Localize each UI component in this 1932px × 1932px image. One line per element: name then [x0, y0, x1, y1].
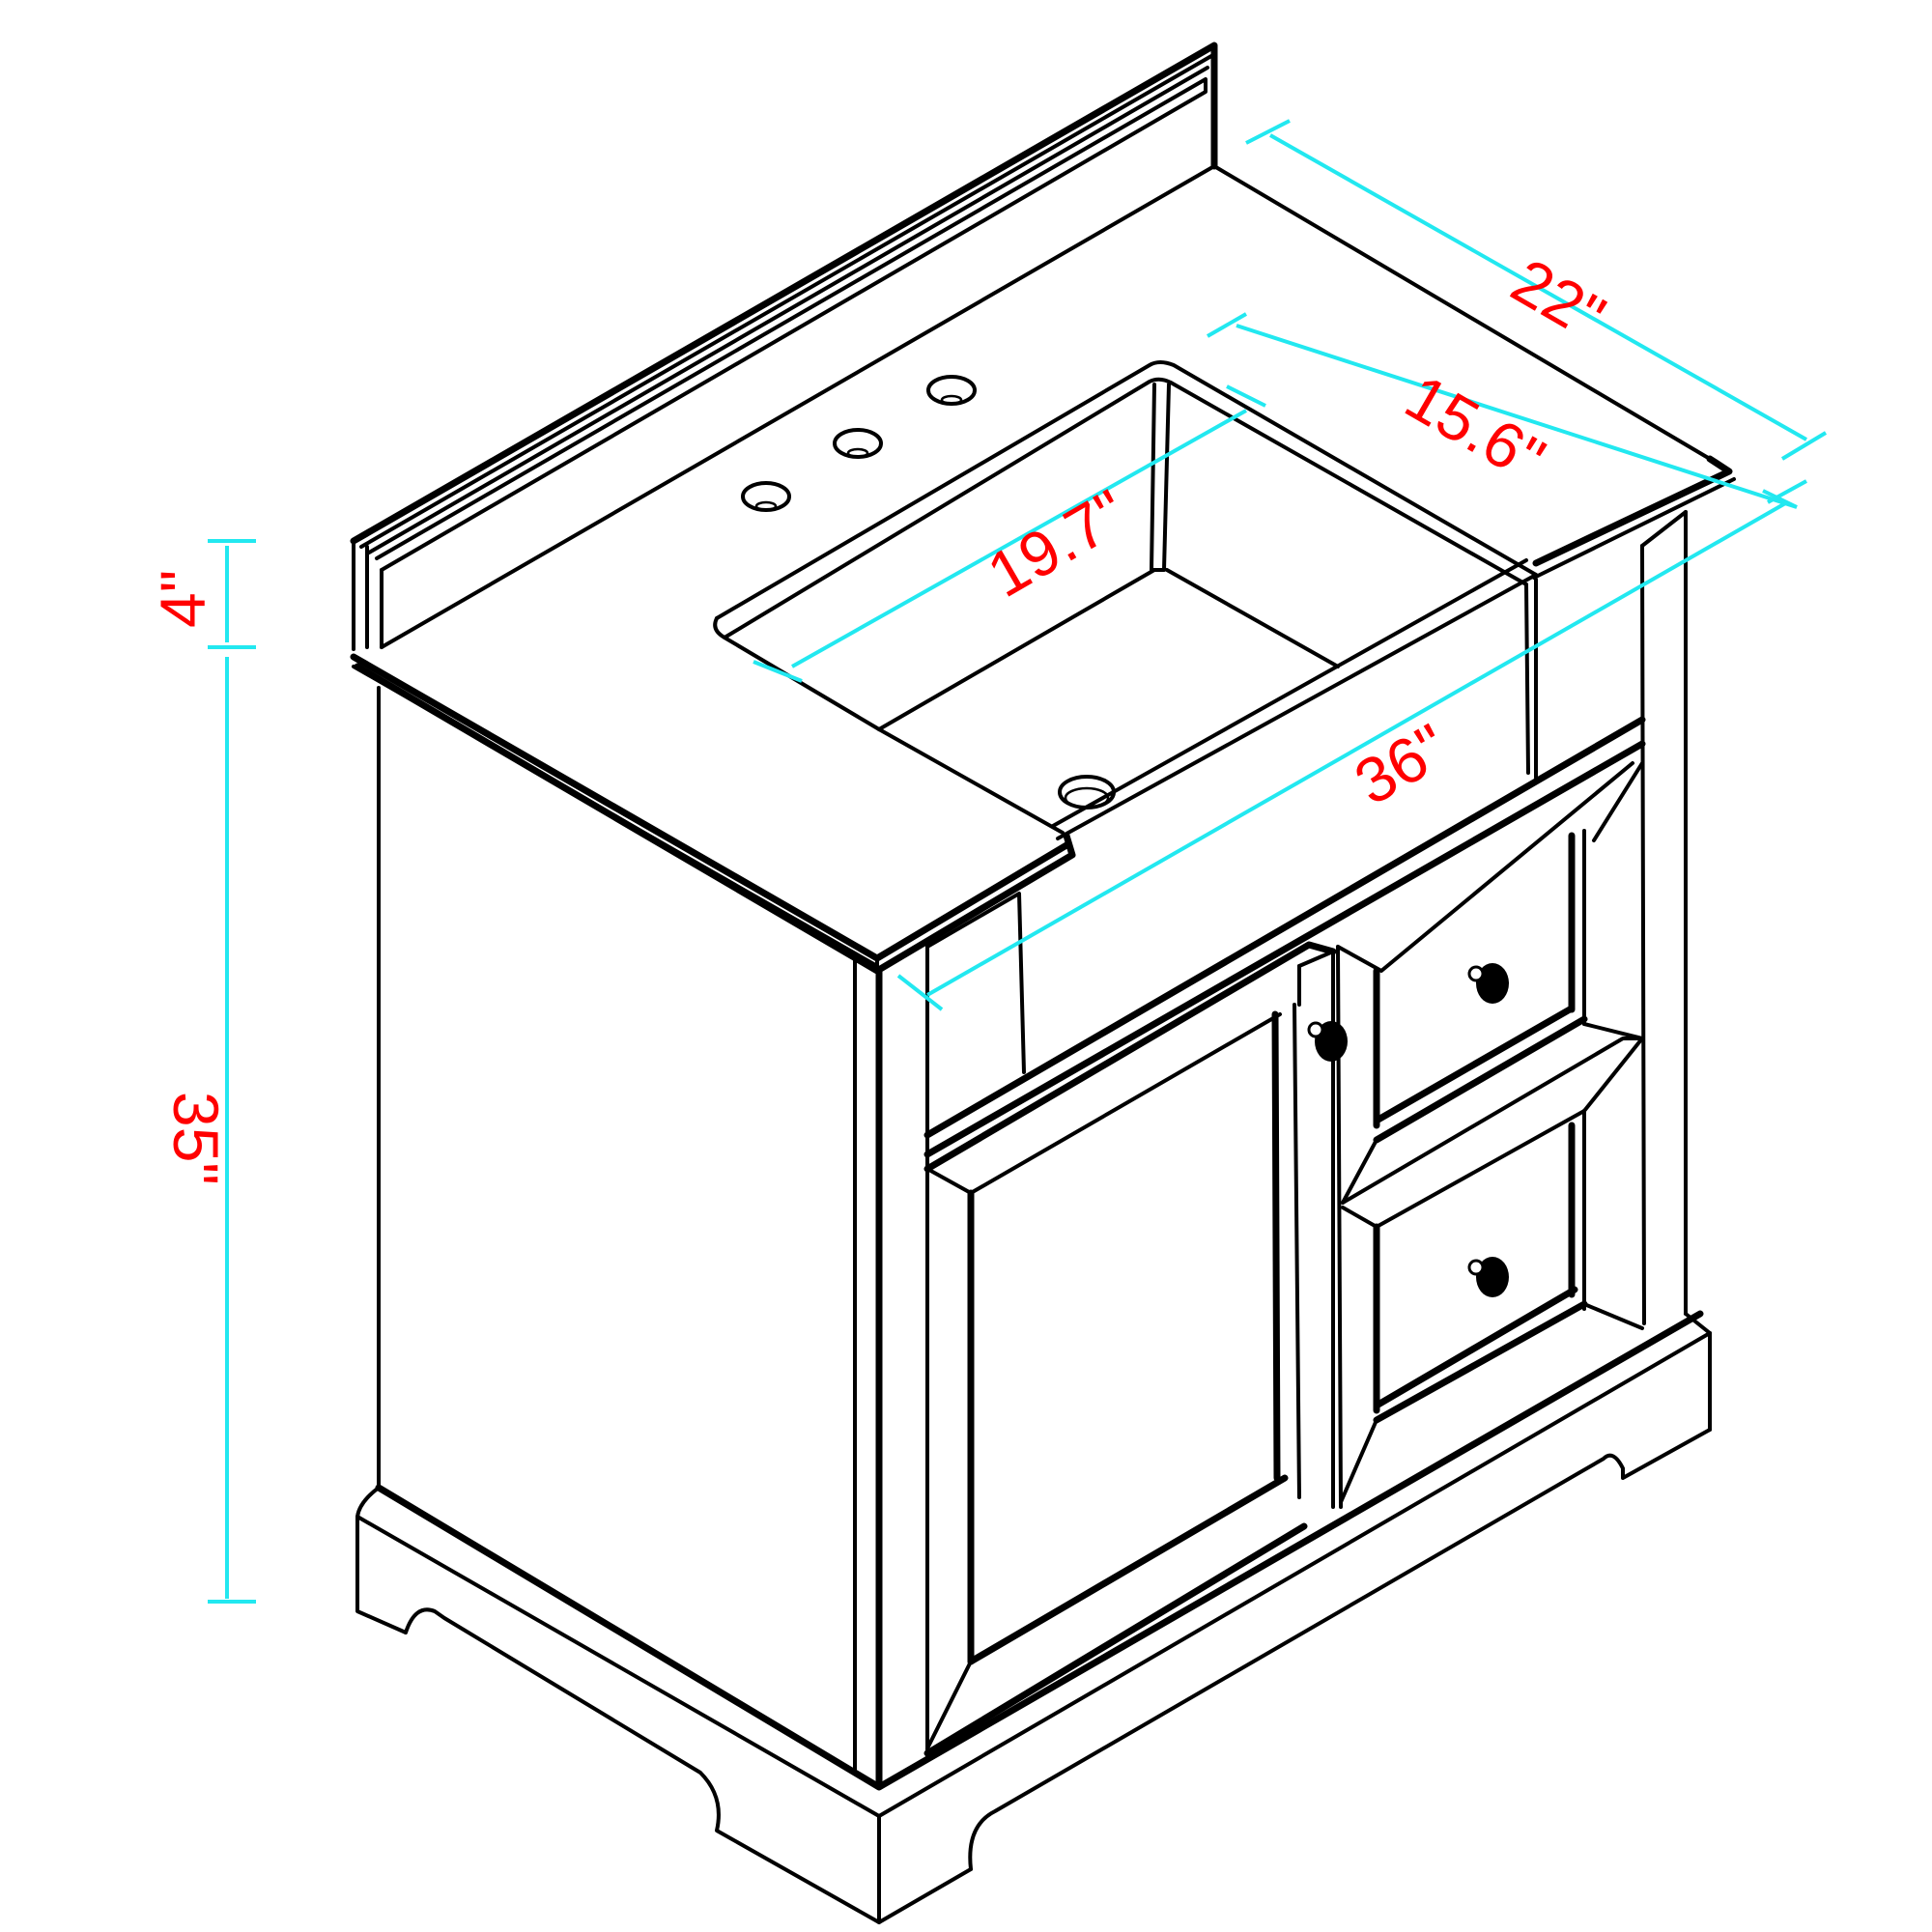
- faucet-holes: [741, 375, 977, 512]
- drawer-knob-icon: [1467, 1257, 1509, 1297]
- countertop: [350, 164, 1736, 975]
- dimension-label-19-7: 19.7": [976, 475, 1139, 611]
- dimension-4-in: 4": [147, 539, 256, 649]
- door-knob-icon: [1307, 1021, 1348, 1062]
- dimension-19-7-in: 19.7": [753, 384, 1266, 683]
- base-plinth: [355, 1310, 1712, 1924]
- dimension-label-36: 36": [1343, 710, 1460, 819]
- faucet-hole-icon: [926, 375, 977, 406]
- dimension-22-in: 22": [1245, 119, 1828, 461]
- drawers: [1336, 761, 1644, 1509]
- cabinet-body: [377, 510, 1688, 1786]
- faucet-hole-icon: [833, 428, 883, 459]
- sink-basin: [713, 360, 1538, 840]
- dimension-label-4: 4": [147, 570, 218, 628]
- backsplash: [350, 42, 1218, 651]
- dimension-label-15-6: 15.6": [1394, 360, 1557, 496]
- top-rail: [923, 716, 1646, 1158]
- drawer-knob-icon: [1467, 963, 1509, 1004]
- cabinet-door: [923, 941, 1348, 1757]
- faucet-hole-icon: [741, 481, 791, 512]
- dimension-label-35: 35": [160, 1092, 232, 1185]
- dimension-label-22: 22": [1500, 244, 1617, 354]
- dimension-35-in: 35": [160, 657, 256, 1604]
